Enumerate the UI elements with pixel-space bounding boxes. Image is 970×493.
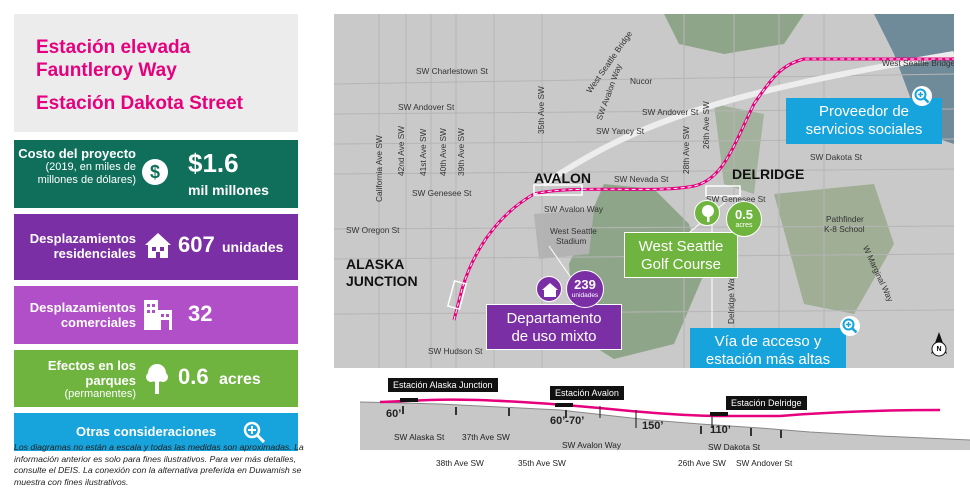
height-150: 150’ (642, 420, 664, 432)
parks-label: Efectos en los parques (47, 358, 136, 388)
other-label: Otras consideraciones (76, 424, 217, 439)
street-26th: 26th Ave SW (701, 101, 711, 149)
house-icon (143, 230, 173, 265)
street-40th: 40th Ave SW (438, 128, 448, 176)
svg-text:$: $ (150, 162, 160, 182)
title-line-2: Fauntleroy Way (36, 60, 177, 81)
aerial-map: AVALON DELRIDGE ALASKA JUNCTION SW Charl… (334, 14, 954, 368)
profile-street-andover: SW Andover St (736, 458, 793, 468)
north-label: N (936, 346, 942, 353)
street-42nd: 42nd Ave SW (396, 125, 406, 176)
mixed-use-callout: Departamento de uso mixto (486, 304, 622, 350)
building-icon (142, 298, 174, 337)
parks-value: 0.6 (178, 364, 209, 389)
profile-street-avalon-way: SW Avalon Way (562, 440, 622, 450)
profile-graphics (359, 398, 970, 450)
golf-course-callout: West Seattle Golf Course (624, 232, 738, 278)
station-alaska-junction-label: Estación Alaska Junction (388, 378, 498, 392)
height-110: 110’ (710, 424, 731, 436)
zoom-icon[interactable] (840, 316, 860, 336)
mixed-house-badge (536, 276, 562, 302)
street-35th: 35th Ave SW (536, 86, 546, 134)
info-panel: Estación elevada Fauntleroy Way Estación… (14, 14, 298, 451)
zoom-icon (242, 420, 266, 449)
street-delridge-way: Delridge Way (726, 274, 736, 325)
zoom-icon[interactable] (912, 86, 932, 106)
street-39th: 39th Ave SW (456, 128, 466, 176)
place-stadium-line-2: Stadium (556, 236, 587, 246)
place-nucor: Nucor (630, 76, 653, 86)
residential-value: 607 (178, 232, 215, 257)
residential-unit: unidades (222, 239, 284, 255)
height-60: 60’ (386, 408, 402, 420)
commercial-label: Desplazamientos comerciales (29, 300, 136, 330)
street-nevada: SW Nevada St (614, 174, 669, 184)
elevation-profile: Estación Alaska Junction Estación Avalon… (359, 370, 970, 493)
access-station-callout[interactable]: Vía de acceso y estación más altas (690, 316, 860, 368)
tree-icon (145, 362, 169, 401)
profile-street-38th: 38th Ave SW (436, 458, 484, 468)
street-avalon-way: SW Avalon Way (544, 204, 604, 214)
profile-street-26th: 26th Ave SW (678, 458, 726, 468)
title-box: Estación elevada Fauntleroy Way Estación… (14, 14, 298, 132)
commercial-value: 32 (188, 301, 213, 326)
cost-sublabel: (2019, en miles de millones de dólares) (37, 161, 136, 186)
station-delridge-label: Estación Delridge (726, 396, 807, 410)
profile-street-alaska: SW Alaska St (394, 432, 445, 442)
social-services-callout[interactable]: Proveedor de servicios sociales (786, 86, 942, 144)
cost-value: $1.6 (188, 148, 239, 178)
dollar-icon: $ (141, 158, 169, 191)
street-genesee-west: SW Genesee St (412, 188, 472, 198)
residential-card: Desplazamientos residenciales 607 unidad… (14, 214, 298, 280)
residential-label: Desplazamientos residenciales (29, 231, 136, 261)
footnote: Los diagramas no están a escala y todas … (14, 442, 304, 487)
golf-tree-badge (694, 200, 720, 226)
profile-street-37th: 37th Ave SW (462, 432, 510, 442)
street-ws-bridge: West Seattle Bridge (882, 58, 954, 68)
cost-unit: mil millones (188, 182, 269, 198)
street-california: California Ave SW (374, 135, 384, 202)
house-icon (542, 283, 558, 297)
profile-street-35th: 35th Ave SW (518, 458, 566, 468)
street-hudson: SW Hudson St (428, 346, 483, 356)
street-genesee-east: SW Genesee St (706, 194, 766, 204)
place-pathfinder-line-2: K-8 School (824, 224, 865, 234)
street-andover-east: SW Andover St (642, 107, 699, 117)
place-stadium-line-1: West Seattle (550, 226, 597, 236)
mixed-units-badge: 239 unidades (566, 270, 604, 308)
parks-sublabel: (permanentes) (64, 388, 136, 400)
place-pathfinder-line-1: Pathfinder (826, 214, 864, 224)
title-line-3: Estación Dakota Street (36, 93, 243, 114)
street-andover-west: SW Andover St (398, 102, 455, 112)
commercial-card: Desplazamientos comerciales 32 (14, 286, 298, 344)
other-considerations-button[interactable]: Otras consideraciones (14, 413, 298, 451)
north-arrow-icon (931, 332, 947, 357)
street-yancy: SW Yancy St (596, 126, 645, 136)
parks-unit: acres (219, 371, 261, 388)
tree-icon (702, 205, 714, 222)
golf-acres-badge: 0.5 acres (726, 201, 762, 237)
street-charlestown: SW Charlestown St (416, 66, 488, 76)
station-avalon-label: Estación Avalon (550, 386, 624, 400)
street-28th: 28th Ave SW (681, 126, 691, 174)
neighborhood-alaska-junction: ALASKA JUNCTION (346, 256, 418, 289)
street-dakota: SW Dakota St (810, 152, 863, 162)
parks-card: Efectos en los parques (permanentes) 0.6… (14, 350, 298, 407)
neighborhood-avalon: AVALON (534, 170, 592, 186)
street-41st: 41st Ave SW (418, 128, 428, 176)
map-graphics (334, 14, 954, 368)
profile-street-dakota: SW Dakota St (708, 442, 761, 452)
cost-card: Costo del proyecto (2019, en miles de mi… (14, 140, 298, 208)
street-oregon: SW Oregon St (346, 225, 400, 235)
height-60-70: 60’-70’ (550, 415, 585, 427)
title-line-1: Estación elevada (36, 37, 191, 58)
cost-label: Costo del proyecto (18, 146, 136, 161)
neighborhood-delridge: DELRIDGE (732, 166, 805, 182)
